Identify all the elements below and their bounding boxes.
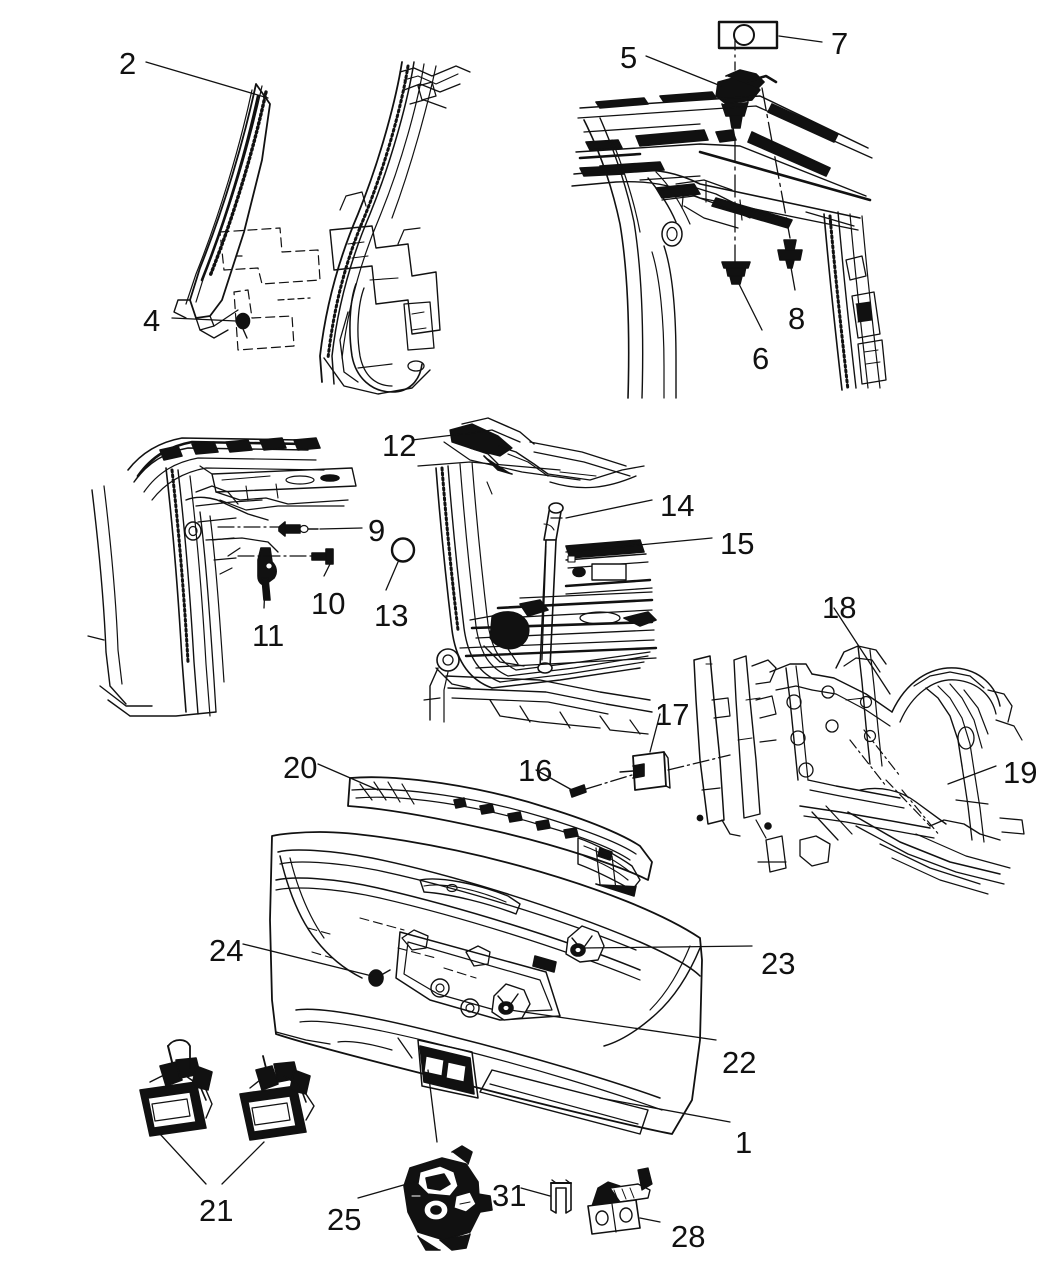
callout-15: 15 [720, 526, 755, 561]
callout-21: 21 [199, 1193, 234, 1228]
right-pillar-structure [823, 211, 887, 392]
callout-14: 14 [660, 488, 695, 523]
part-bolt-10 [311, 548, 334, 565]
part-grommet-6 [721, 261, 751, 285]
group-liftgate-glass-prop [390, 417, 658, 735]
callout-20: 20 [283, 750, 318, 785]
part-antenna-base-5 [715, 69, 778, 141]
callout-6: 6 [752, 341, 770, 376]
callout-2: 2 [119, 46, 137, 81]
part-bolt-9 [278, 521, 319, 537]
part-hinge-12 [417, 417, 645, 489]
part-applique-20 [347, 776, 653, 897]
part-clip-16 [569, 784, 587, 798]
callout-12: 12 [382, 428, 417, 463]
callout-22: 22 [722, 1045, 757, 1080]
callout-4: 4 [143, 303, 161, 338]
part-ball-socket-13 [390, 537, 416, 563]
hinge-centerlines [217, 526, 313, 557]
rear-body-frame [693, 645, 1025, 895]
callout-16: 16 [518, 753, 553, 788]
liftgate-outer-panel [269, 831, 703, 1135]
callout-17: 17 [655, 697, 690, 732]
callout-13: 13 [374, 598, 409, 633]
phantom-panel-outline [219, 227, 321, 351]
callout-24: 24 [209, 933, 244, 968]
windshield-frame [583, 117, 767, 399]
callout-28: 28 [671, 1219, 706, 1254]
group-roof-antenna [571, 20, 887, 399]
part-plug-24 [368, 969, 391, 987]
callout-1: 1 [735, 1125, 753, 1160]
part-screw-8 [777, 239, 803, 269]
part-stop-23 [532, 925, 605, 973]
part-clip-31 [550, 1179, 572, 1214]
leader-lines [145, 35, 997, 1223]
callout-5: 5 [620, 40, 638, 75]
part-bumper-17 [619, 751, 671, 791]
group-body-structure [569, 645, 1025, 895]
part-striker-28 [587, 1167, 653, 1235]
callout-11: 11 [252, 618, 285, 653]
part-bumper-11 [257, 547, 277, 601]
callout-8: 8 [788, 301, 806, 336]
callout-23: 23 [761, 946, 796, 981]
callout-9: 9 [368, 513, 386, 548]
part-handle-left-21 [139, 1039, 213, 1137]
group-liftgate-panel [269, 776, 703, 1135]
antenna-centerlines [734, 39, 791, 281]
roof-panel-lines [571, 91, 873, 231]
part-antenna-cover-7 [717, 20, 779, 50]
callout-25: 25 [327, 1202, 362, 1237]
liftgate-inner-panel-15 [423, 539, 658, 735]
part-weatherstrip-2 [173, 83, 271, 339]
part-handle-right-21 [239, 1055, 315, 1141]
part-latch-25 [403, 1145, 493, 1251]
group-upper-left-pillar [173, 61, 471, 395]
part-clip-4 [235, 312, 251, 339]
panel-phantom-lines [307, 917, 477, 979]
callout-31: 31 [492, 1178, 527, 1213]
group-latch-hardware [139, 1039, 653, 1251]
callout-10: 10 [311, 586, 346, 621]
body-pillar-structure [319, 61, 471, 395]
callout-7: 7 [831, 26, 849, 61]
callout-19: 19 [1003, 755, 1038, 790]
callout-18: 18 [822, 590, 857, 625]
group-rear-pillar-hinge [87, 437, 357, 717]
part-prop-rod-14 [537, 502, 564, 674]
